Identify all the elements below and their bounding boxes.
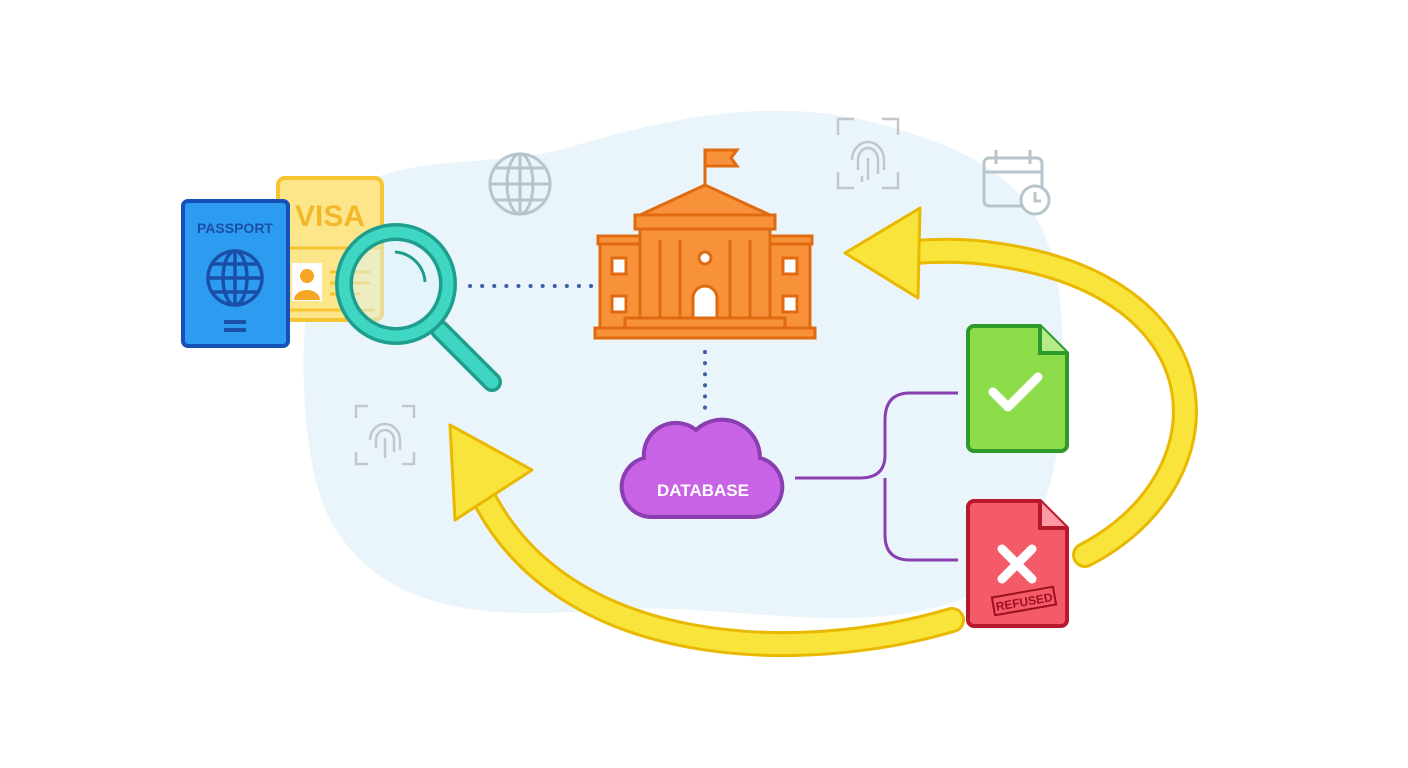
- fingerprint-icon: [354, 404, 416, 466]
- government-building-icon: [593, 148, 817, 340]
- return-arrow-bottom: [448, 423, 965, 658]
- database-cloud: DATABASE: [619, 417, 785, 520]
- globe-icon: [206, 249, 264, 307]
- database-label: DATABASE: [657, 481, 749, 500]
- passport: PASSPORT: [181, 199, 290, 348]
- x-icon: [997, 544, 1037, 584]
- passport-label: PASSPORT: [197, 220, 273, 236]
- fingerprint-icon: [836, 117, 900, 190]
- refused-document: REFUSED: [966, 499, 1069, 628]
- branch-connector: [795, 391, 958, 562]
- globe-icon: [488, 152, 552, 216]
- background-blob: [303, 110, 1064, 619]
- check-icon: [988, 372, 1043, 412]
- magnifying-glass-icon: [335, 223, 502, 392]
- visa-label: VISA: [295, 200, 365, 233]
- approved-document: [966, 324, 1069, 453]
- return-arrow-top: [843, 206, 1198, 568]
- calendar-clock-icon: [982, 150, 1051, 216]
